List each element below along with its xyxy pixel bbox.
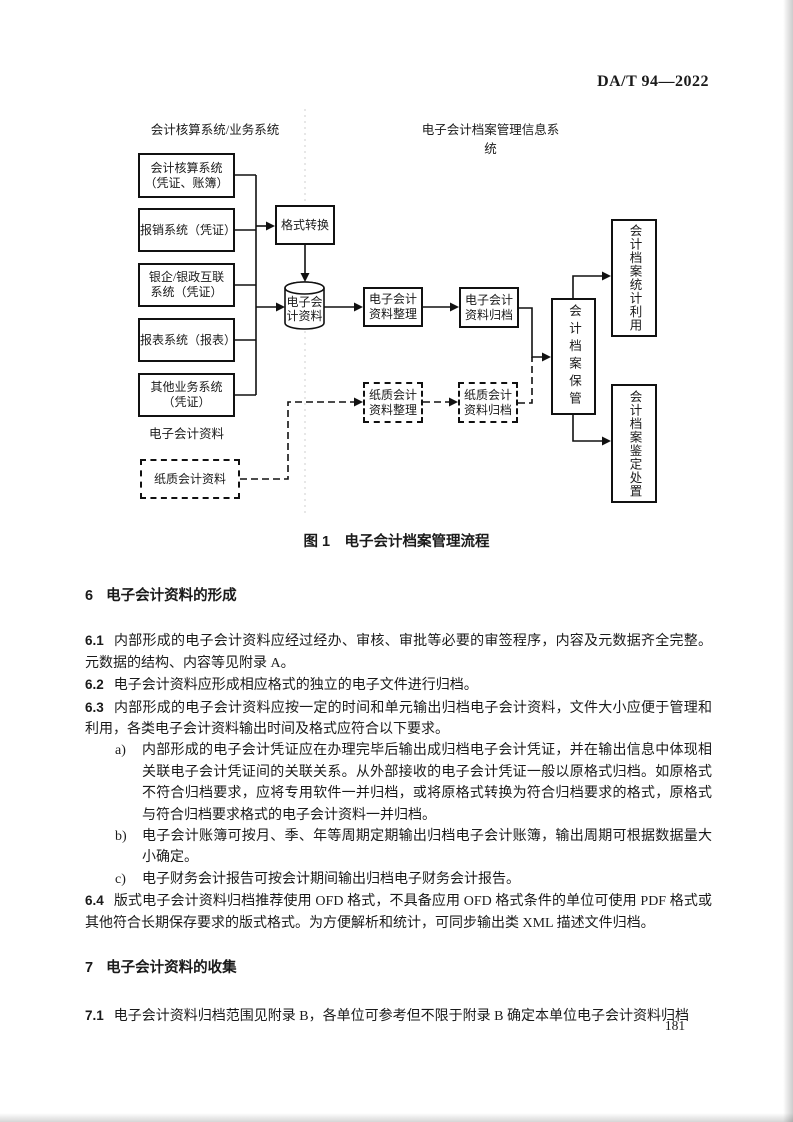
list-item-b-marker: b) [115,829,127,845]
flow-box-bank-interlink-system: 银企/银政互联 系统（凭证） [138,263,235,307]
flow-box-report-system: 报表系统（报表） [138,318,236,362]
flow-box-archive-appraisal: 会计档案鉴定处置 [611,384,657,503]
database-cylinder-shape [284,281,325,330]
flow-box-format-conversion: 格式转换 [275,205,335,245]
clause-7-1: 7.1 电子会计资料归档范围见附录 B，各单位可参考但不限于附录 B 确定本单位电… [85,1005,712,1027]
list-item-b: b) 电子会计账簿可按月、季、年等周期定期输出归档电子会计账簿，输出周期可根据数据… [85,826,712,869]
clause-6-3-number: 6.3 [85,699,104,715]
flow-connectors [235,109,611,517]
list-item-a-marker: a) [115,743,126,759]
electronic-materials-label: 电子会计资料 [148,427,224,441]
section-6-number: 6 [85,588,94,604]
list-item-b-text: 电子会计账簿可按月、季、年等周期定期输出归档电子会计账簿，输出周期可根据数据量大… [142,829,712,866]
list-item-c: c) 电子财务会计报告可按会计期间输出归档电子财务会计报告。 [85,869,712,890]
section-6-heading: 6 电子会计资料的形成 [85,586,712,607]
figure-caption: 图 1 电子会计档案管理流程 [303,534,490,550]
clause-6-2-number: 6.2 [85,677,104,693]
left-system-header: 会计核算系统/业务系统 [150,123,280,137]
scan-shadow-bottom [0,1113,793,1122]
flow-db-electronic-materials: 电子会 计资料 [286,295,323,323]
clause-7-1-number: 7.1 [85,1007,104,1023]
clause-6-2-text: 电子会计资料应形成相应格式的独立的电子文件进行归档。 [113,678,478,694]
flow-box-other-business-system: 其他业务系统 （凭证） [138,373,235,417]
clause-6-4-number: 6.4 [85,893,104,909]
scan-shadow-right [783,0,793,1122]
clause-6-2: 6.2 电子会计资料应形成相应格式的独立的电子文件进行归档。 [85,674,712,696]
list-item-c-marker: c) [115,871,126,887]
flow-box-archive-statistics: 会计档案统计利用 [611,219,657,337]
clause-6-1-number: 6.1 [85,633,104,649]
flow-box-edata-archive: 电子会计 资料归档 [459,287,519,328]
clause-6-3-text: 内部形成的电子会计资料应按一定的时间和单元输出归档电子会计资料，文件大小应便于管… [85,700,712,738]
clause-6-1-text: 内部形成的电子会计资料应经过经办、审核、审批等必要的审签程序，内容及元数据齐全完… [85,634,712,671]
flow-box-archive-keeping: 会计档案保管 [551,298,596,415]
clause-6-4-text: 版式电子会计资料归档推荐使用 OFD 格式，不具备应用 OFD 格式条件的单位可… [85,894,712,931]
section-6-title: 电子会计资料的形成 [106,588,237,604]
section-7-title: 电子会计资料的收集 [106,960,237,977]
flow-box-accounting-system: 会计核算系统 （凭证、账簿） [138,153,235,198]
section-7-number: 7 [85,960,94,977]
right-system-header: 电子会计档案管理信息系统 [421,123,560,156]
section-7-heading: 7 电子会计资料的收集 [85,958,712,979]
flow-box-paper-archive: 纸质会计 资料归档 [458,382,518,423]
flow-box-paper-organize: 纸质会计 资料整理 [363,382,423,423]
page-number: 181 [664,1018,686,1033]
flow-box-reimbursement-system: 报销系统（凭证） [138,208,236,252]
clause-7-1-text: 电子会计资料归档范围见附录 B，各单位可参考但不限于附录 B 确定本单位电子会计… [113,1008,689,1024]
list-item-c-text: 电子财务会计报告可按会计期间输出归档电子财务会计报告。 [142,871,520,887]
list-item-a-text: 内部形成的电子会计凭证应在办理完毕后输出成归档电子会计凭证，并在输出信息中体现相… [142,743,712,823]
list-item-a: a) 内部形成的电子会计凭证应在办理完毕后输出成归档电子会计凭证，并在输出信息中体… [85,740,712,826]
flowchart-figure: 会计核算系统/业务系统 电子会计档案管理信息系统 会计核算系统 （凭证、账簿） … [130,105,705,523]
standard-code: DA/T 94—2022 [597,73,709,90]
flow-box-paper-materials: 纸质会计资料 [140,459,240,499]
flow-box-edata-organize: 电子会计 资料整理 [363,287,423,327]
